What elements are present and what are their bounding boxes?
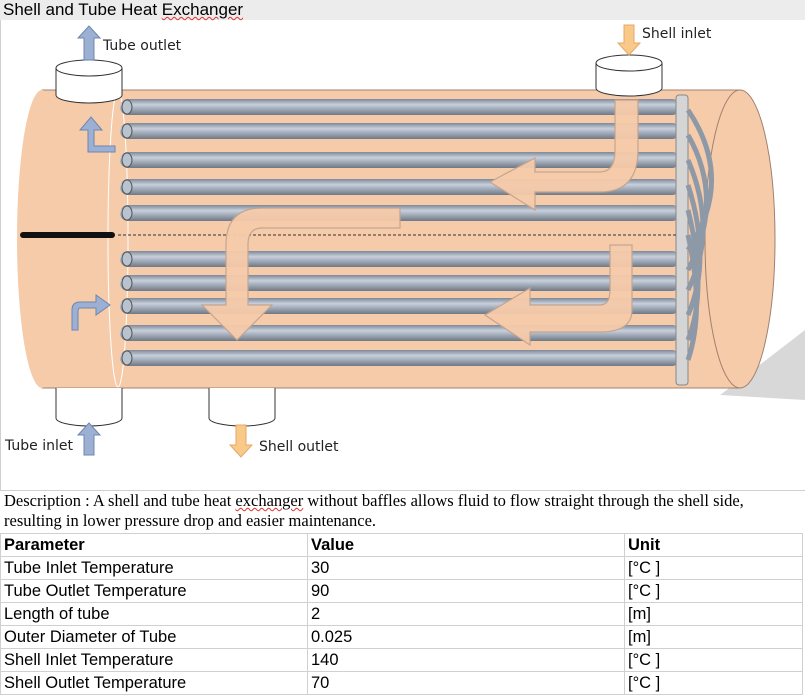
cell-value[interactable]: 90 (307, 579, 625, 603)
description-text: Description : A shell and tube heat (4, 491, 236, 510)
column-gridline (0, 20, 1, 490)
table-header-row: Parameter Value Unit (0, 533, 803, 557)
cell-unit[interactable]: [°C ] (624, 579, 803, 603)
cell-parameter[interactable]: Outer Diameter of Tube (0, 625, 308, 649)
cell-unit[interactable]: [m] (624, 602, 803, 626)
tube (120, 251, 680, 267)
cell-value[interactable]: 2 (307, 602, 625, 626)
tube-end (121, 205, 133, 221)
tube-end (121, 275, 133, 291)
parameter-table: Parameter Value Unit Tube Inlet Temperat… (0, 533, 803, 695)
header-unit[interactable]: Unit (624, 533, 803, 557)
cell-parameter[interactable]: Tube Outlet Temperature (0, 579, 308, 603)
sheet-title-cell[interactable]: Shell and Tube Heat Exchanger (0, 0, 805, 20)
cell-parameter[interactable]: Tube Inlet Temperature (0, 556, 308, 580)
tube (120, 152, 680, 168)
tube-end (121, 350, 133, 366)
tube-flow-arrows (71, 116, 116, 331)
cell-parameter[interactable]: Length of tube (0, 602, 308, 626)
tube-outlet-label: Tube outlet (102, 38, 182, 54)
cell-unit[interactable]: [°C ] (624, 556, 803, 580)
tube-end (121, 251, 133, 267)
tube-inlet-label: Tube inlet (4, 438, 74, 454)
cell-parameter[interactable]: Shell Outlet Temperature (0, 671, 308, 695)
shell-outlet-arrow-icon (228, 424, 254, 458)
misspelled-word: exchanger (235, 491, 304, 510)
shell-inlet-label: Shell inlet (642, 26, 712, 42)
cell-value[interactable]: 70 (307, 671, 625, 695)
tube-flow-arrow-icon (71, 294, 111, 331)
tube (120, 275, 680, 291)
cell-value[interactable]: 140 (307, 648, 625, 672)
description-cell[interactable]: Description : A shell and tube heat exch… (0, 490, 805, 531)
cell-value[interactable]: 0.025 (307, 625, 625, 649)
header-parameter[interactable]: Parameter (0, 533, 308, 557)
tube-outlet-nozzle (55, 59, 123, 104)
nozzles (55, 54, 663, 427)
tube (120, 350, 680, 366)
header-value[interactable]: Value (307, 533, 625, 557)
u-bends (685, 108, 714, 361)
cell-unit[interactable]: [m] (624, 625, 803, 649)
shell-flow-arrow-icon (200, 207, 401, 341)
title-text: Shell and Tube Heat (3, 0, 162, 19)
tube-inlet-arrow-icon (76, 422, 102, 456)
heat-exchanger-diagram[interactable]: Tube outlet Shell inlet Tube inlet Shell… (0, 20, 805, 490)
shell-outlet-nozzle (208, 388, 276, 427)
cell-parameter[interactable]: Shell Inlet Temperature (0, 648, 308, 672)
tube-end (121, 152, 133, 168)
tube-bundle (120, 94, 714, 386)
tube-inlet-nozzle (55, 388, 123, 427)
cell-unit[interactable]: [°C ] (624, 671, 803, 695)
tube (120, 99, 680, 115)
tube-end (121, 179, 133, 195)
shell-outlet-label: Shell outlet (259, 439, 339, 455)
shell-inlet-arrow-icon (616, 24, 642, 56)
shell-flow-arrow-icon (488, 99, 639, 212)
tube-end (121, 123, 133, 139)
title-misspelled-word: Exchanger (161, 0, 244, 19)
tube-end (121, 298, 133, 314)
tube-end (121, 99, 133, 115)
tube (120, 123, 680, 139)
shell-flow-arrows (200, 99, 639, 347)
cell-value[interactable]: 30 (307, 556, 625, 580)
tube-flow-arrow-icon (78, 116, 116, 153)
shell-flow-arrow-icon (483, 244, 633, 347)
tube-end (121, 325, 133, 341)
shell-inlet-nozzle (595, 54, 663, 97)
tube-sheet (675, 94, 689, 386)
tube-outlet-arrow-icon (76, 25, 102, 61)
pass-partition-plate (20, 232, 115, 238)
cell-unit[interactable]: [°C ] (624, 648, 803, 672)
description-text: without baffles allows fluid to flow str… (4, 491, 744, 530)
